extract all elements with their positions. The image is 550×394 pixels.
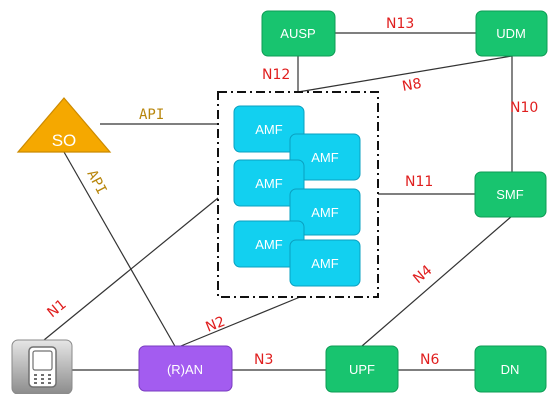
link-label-api-so-amf: API — [139, 107, 164, 123]
link-smf-upf — [361, 215, 513, 347]
link-label-n1: N1 — [44, 296, 69, 321]
svg-text:(R)AN: (R)AN — [167, 362, 203, 377]
ausp-node[interactable]: AUSP — [261, 10, 336, 57]
svg-text:SMF: SMF — [496, 187, 524, 202]
svg-text:AUSP: AUSP — [280, 26, 315, 41]
link-label-n11: N11 — [405, 174, 433, 190]
svg-text:AMF: AMF — [255, 122, 283, 137]
svg-text:UPF: UPF — [349, 362, 375, 377]
amf-instance-6[interactable]: AMF — [289, 239, 361, 287]
svg-text:AMF: AMF — [255, 176, 283, 191]
amf-instance-3[interactable]: AMF — [233, 159, 305, 207]
user-equipment-icon[interactable] — [11, 339, 73, 394]
svg-text:DN: DN — [501, 362, 520, 377]
link-label-n12: N12 — [262, 67, 290, 83]
svg-text:SO: SO — [52, 131, 77, 150]
connection-lines — [43, 32, 513, 371]
smf-node[interactable]: SMF — [474, 171, 547, 218]
upf-node[interactable]: UPF — [325, 345, 399, 393]
amf-instance-4[interactable]: AMF — [289, 188, 361, 236]
svg-text:AMF: AMF — [311, 150, 339, 165]
amf-instance-1[interactable]: AMF — [233, 105, 305, 153]
svg-text:AMF: AMF — [255, 237, 283, 252]
link-so-ran — [63, 151, 177, 349]
svg-text:AMF: AMF — [311, 205, 339, 220]
link-label-n2: N2 — [204, 314, 228, 336]
amf-instance-2[interactable]: AMF — [289, 133, 361, 181]
dn-node[interactable]: DN — [474, 345, 547, 393]
link-label-n3: N3 — [254, 352, 273, 368]
amf-pool-boundary — [217, 91, 379, 298]
udm-node[interactable]: UDM — [475, 10, 548, 57]
link-ran-amf — [175, 296, 301, 349]
link-label-n4: N4 — [410, 262, 435, 287]
so-node[interactable]: SO — [16, 97, 112, 153]
link-label-n10: N10 — [510, 100, 538, 116]
svg-text:AMF: AMF — [311, 256, 339, 271]
svg-text:UDM: UDM — [496, 26, 526, 41]
ran-node[interactable]: (R)AN — [138, 345, 233, 392]
link-label-n6: N6 — [420, 352, 439, 368]
link-label-n13: N13 — [386, 16, 414, 32]
link-udm-amf — [297, 55, 513, 93]
link-label-n8: N8 — [401, 76, 423, 95]
